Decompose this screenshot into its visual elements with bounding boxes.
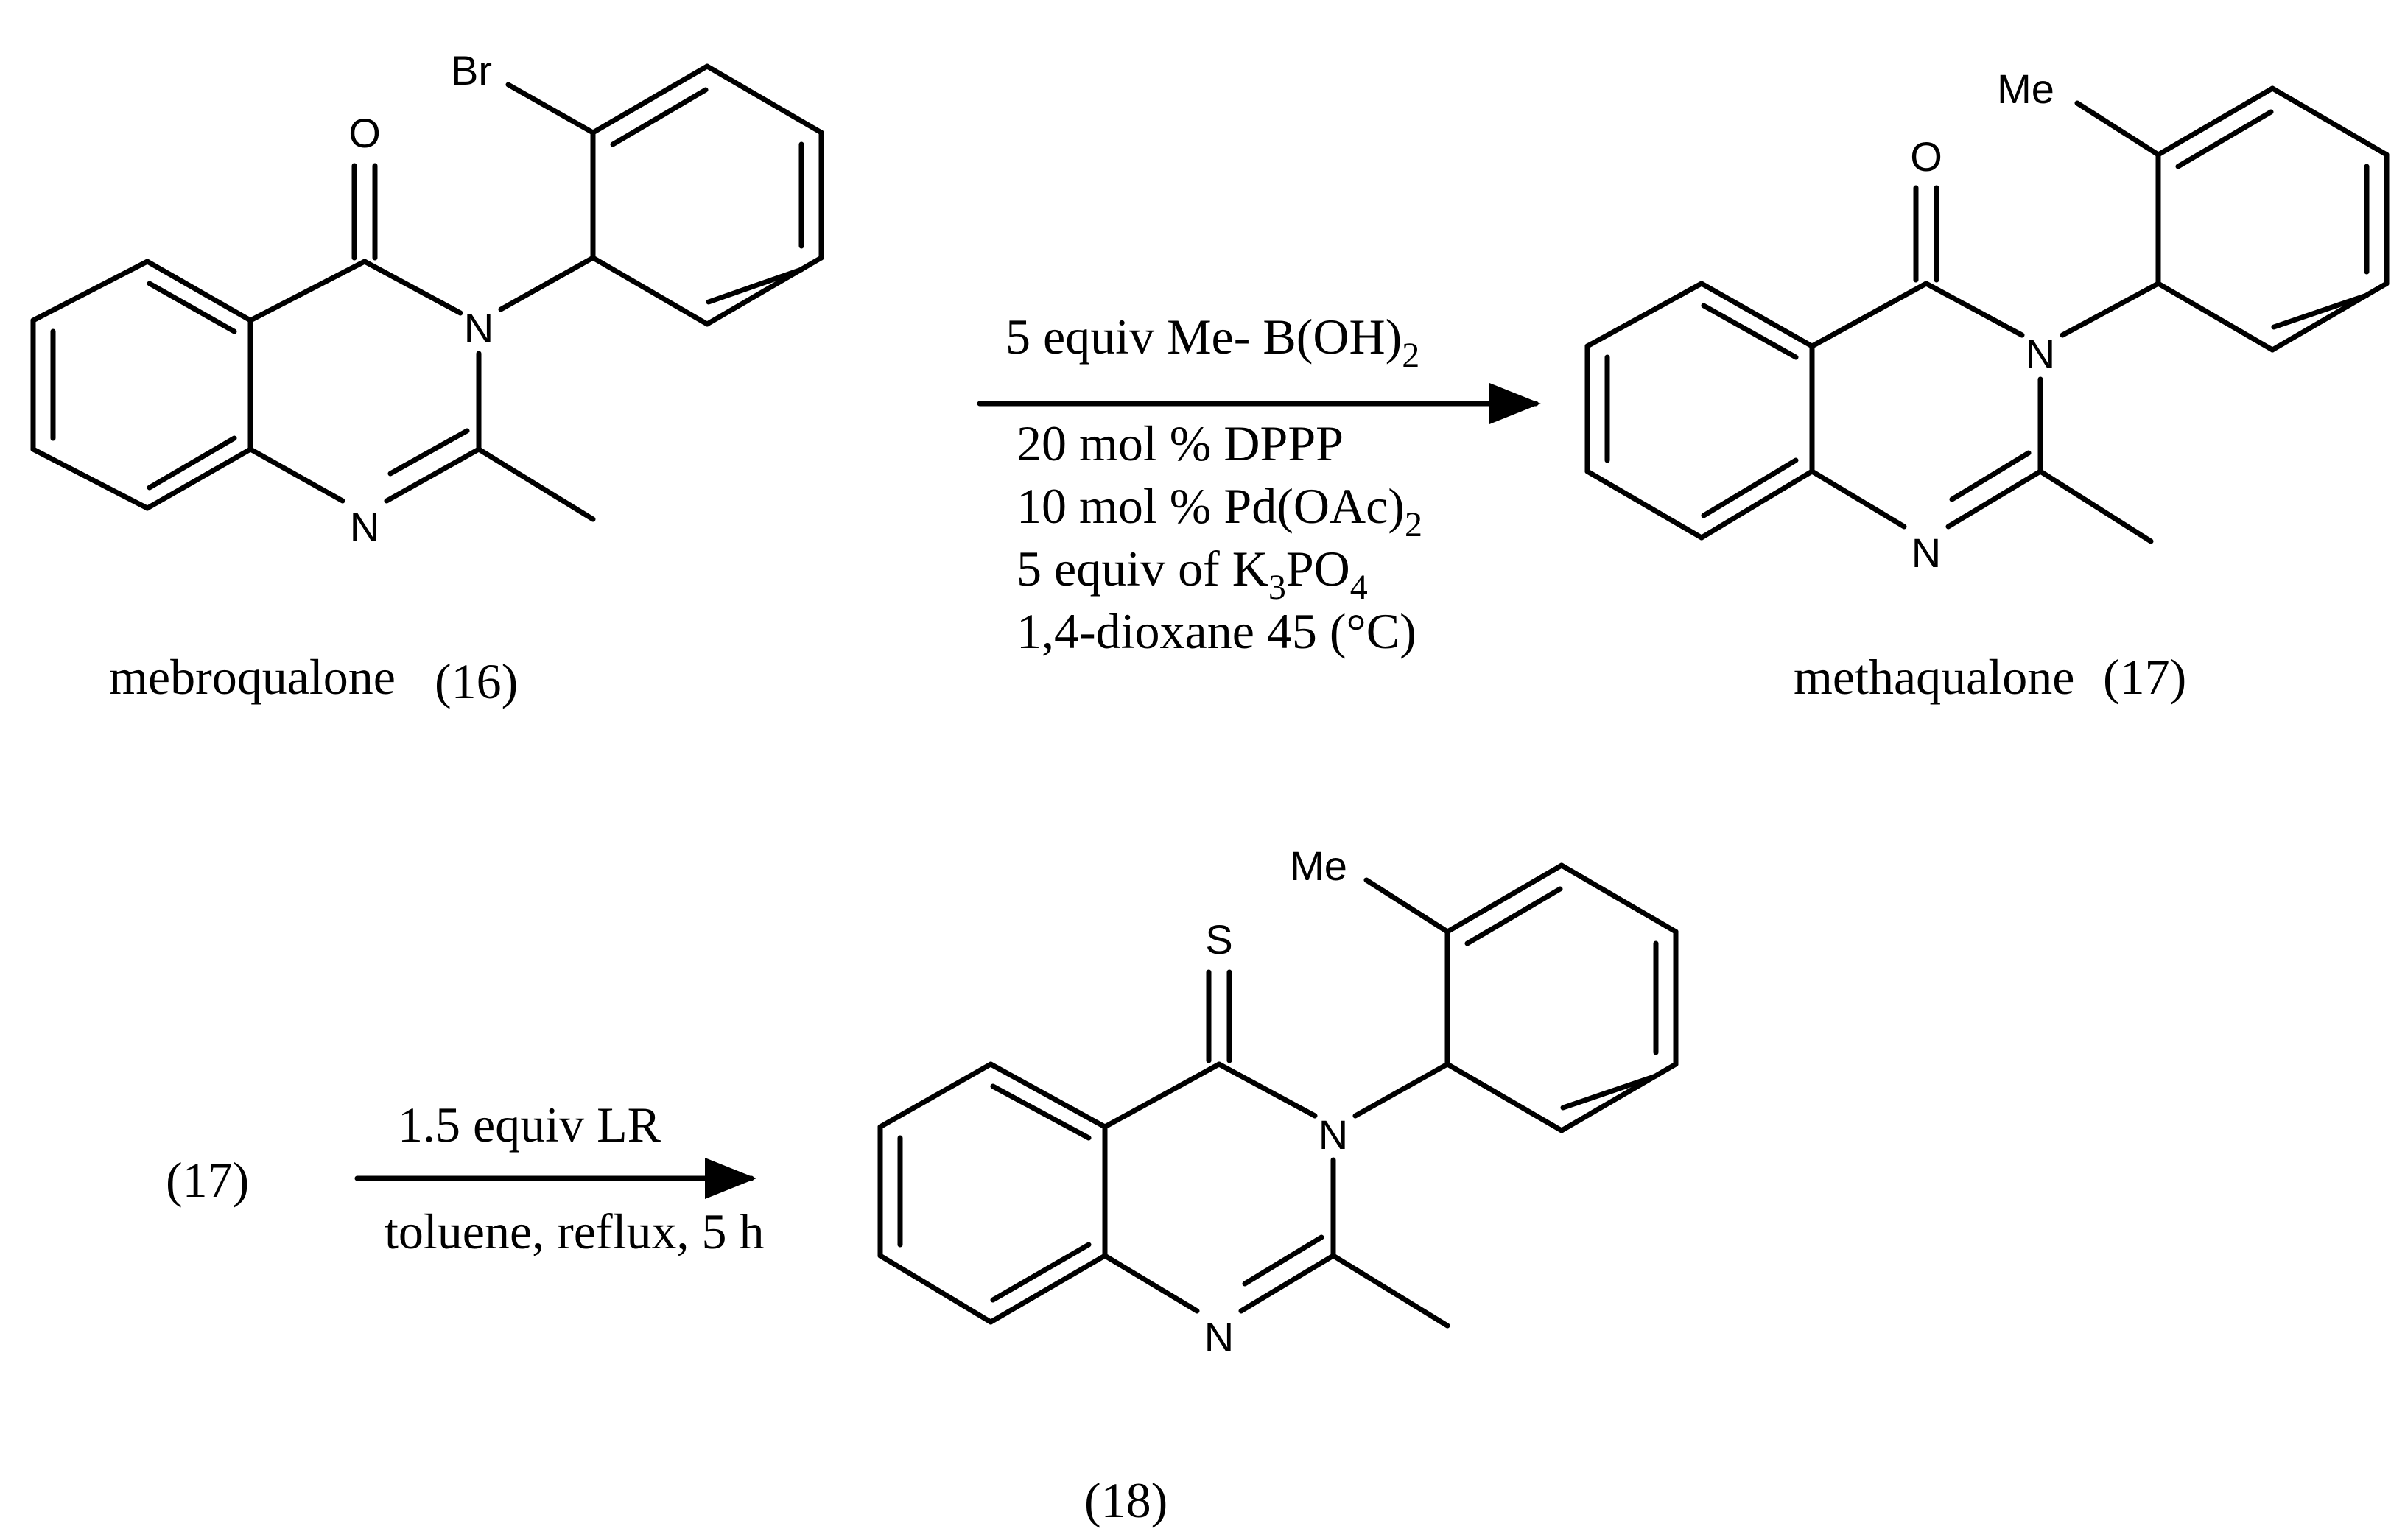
condition-toluene-reflux: toluene, reflux, 5 h — [385, 1203, 765, 1259]
sulfur-label: S — [1205, 916, 1232, 963]
methyl-label: Me — [1997, 66, 2054, 112]
reagent-lawesson: 1.5 equiv LR — [398, 1097, 661, 1153]
condition-solvent-temperature: 1,4-dioxane 45 (°C) — [1017, 603, 1416, 659]
nitrogen-label: N — [1911, 530, 1941, 576]
condition-dppp: 20 mol % DPPP — [1017, 415, 1344, 471]
nitrogen-label: N — [1204, 1314, 1234, 1360]
methyl-label: Me — [1290, 843, 1347, 889]
nitrogen-label: N — [350, 504, 379, 550]
structure-compound-18: S N N Me — [877, 843, 1679, 1360]
compound-name-mebroqualone: mebroqualone — [109, 649, 396, 705]
structure-methaqualone: O N N Me — [1584, 66, 2390, 576]
nitrogen-label: N — [1319, 1111, 1348, 1158]
compound-number-18: (18) — [1084, 1472, 1168, 1528]
compound-number-17: (17) — [2103, 649, 2186, 705]
nitrogen-label: N — [2026, 331, 2055, 377]
nitrogen-label: N — [464, 305, 494, 351]
condition-pd-acetate: 10 mol % Pd(OAc)2 — [1017, 478, 1422, 544]
structure-mebroqualone: O N N Br — [30, 47, 824, 550]
condition-base: 5 equiv of K3PO4 — [1017, 541, 1368, 607]
oxygen-label: O — [348, 110, 381, 156]
reagent-methylboronic-acid: 5 equiv Me- B(OH)2 — [1005, 309, 1419, 375]
compound-name-methaqualone: methaqualone — [1794, 649, 2074, 705]
bromine-label: Br — [451, 47, 492, 94]
compound-number-16: (16) — [435, 653, 518, 709]
oxygen-label: O — [1910, 133, 1942, 180]
starting-material-17: (17) — [166, 1152, 249, 1208]
